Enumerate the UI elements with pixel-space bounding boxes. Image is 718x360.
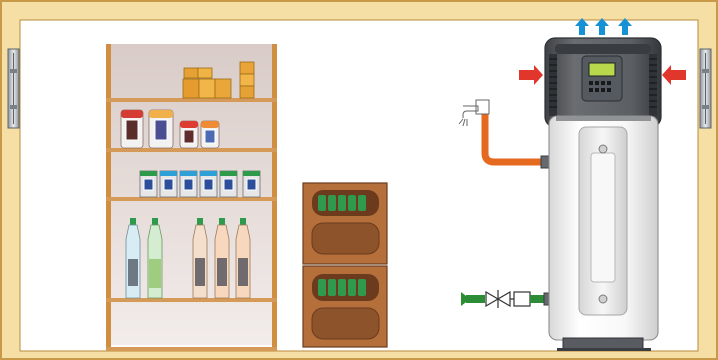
shelf-board-4	[106, 298, 277, 302]
air-inflow-arrows	[519, 65, 686, 85]
window-right-icon	[699, 48, 712, 129]
heat-pump-water-heater	[519, 18, 686, 351]
air-outflow-arrows	[575, 18, 632, 35]
shelf-board-2	[106, 148, 277, 152]
screw-icon	[598, 294, 608, 304]
inlet-filter-icon	[513, 291, 531, 307]
arrow-up-icon	[595, 18, 609, 35]
inlet-pipe-left	[466, 295, 485, 303]
arrow-up-icon	[575, 18, 589, 35]
jar-row	[120, 109, 220, 149]
hot-water-pipe	[481, 109, 545, 166]
arrow-left-icon	[662, 65, 686, 85]
wine-crate-bottom	[302, 265, 388, 348]
shelf-board-1	[106, 98, 277, 102]
faucet-icon	[458, 99, 490, 127]
arrow-right-icon	[519, 65, 543, 85]
shelf-board-3	[106, 197, 277, 201]
shelf-board-bottom	[106, 347, 277, 351]
hot-water-outlet	[458, 99, 552, 169]
bottle-row	[125, 218, 251, 299]
arrow-up-icon	[618, 18, 632, 35]
screw-icon	[598, 144, 608, 154]
window-left-icon	[7, 48, 20, 129]
can-row	[139, 170, 261, 198]
box-stack	[182, 61, 255, 99]
display-panel-icon	[588, 62, 616, 77]
shelf-unit	[106, 44, 277, 351]
wine-crate-top	[302, 182, 388, 265]
cold-water-inlet	[461, 290, 553, 308]
control-buttons	[589, 81, 611, 92]
wine-crate-stack	[302, 182, 388, 348]
